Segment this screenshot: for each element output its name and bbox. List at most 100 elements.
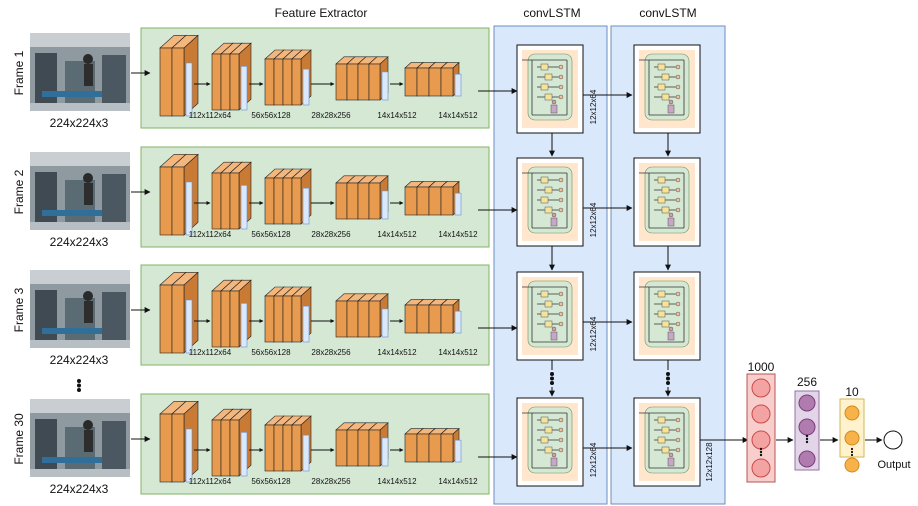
frame-label: Frame 2 [12, 169, 26, 214]
dense-units-label: 10 [845, 385, 859, 399]
conv-layer [171, 284, 185, 354]
conv-layer [229, 53, 240, 111]
cell-op [558, 417, 564, 423]
conv-layer [273, 58, 284, 106]
cell-op [558, 301, 564, 307]
conv-layer [220, 172, 231, 230]
conv-block-2 [211, 408, 252, 477]
ellipsis-dot [550, 372, 554, 376]
conv-layer [368, 182, 381, 220]
layer-size-label: 112x112x64 [189, 111, 232, 120]
conv-block-5 [404, 180, 462, 216]
conv-layer [273, 424, 284, 472]
cell-gate [540, 196, 549, 204]
thumbnail-floor [30, 103, 130, 111]
ellipsis-dot [759, 453, 763, 457]
pooling-layer [185, 428, 193, 483]
thumbnail-rack [102, 174, 126, 224]
cell-op [551, 326, 557, 332]
conv-layer [229, 172, 240, 230]
conv-layer [282, 177, 293, 225]
pooling-layer [240, 185, 248, 230]
convlstm-cell [633, 271, 701, 361]
conv-block-4 [335, 56, 389, 101]
cell-op [558, 427, 564, 433]
layer-size-label: 14x14x512 [438, 348, 478, 357]
thumbnail-ceiling [30, 399, 130, 413]
cell-op [558, 74, 564, 80]
convlstm-2-title: convLSTM [639, 6, 696, 20]
neuron [751, 378, 771, 398]
thumbnail-person-body [84, 301, 93, 323]
ellipsis-dot [850, 450, 854, 454]
thumbnail-ceiling [30, 270, 130, 284]
cell-op [675, 301, 681, 307]
cell-op [558, 447, 564, 453]
dense-layer-1000: 1000 [746, 360, 776, 483]
pooling-layer [302, 68, 310, 106]
cell-gate [661, 206, 670, 214]
thumbnail-shelf [35, 419, 57, 471]
pooling-layer [240, 432, 248, 477]
pooling-layer [185, 181, 193, 236]
convlstm-cell [633, 44, 701, 134]
cell-gate [544, 73, 553, 81]
conv-layer [440, 433, 454, 463]
convlstm-cell [633, 157, 701, 247]
conv-layer [335, 63, 348, 101]
cell-op [668, 99, 674, 105]
ellipsis-dot [77, 379, 81, 383]
conv-layer [282, 295, 293, 343]
conv-layer [416, 67, 430, 97]
pooling-layer [185, 62, 193, 117]
thumbnail-shelf [35, 290, 57, 342]
neuron [798, 394, 816, 412]
cell-gate [540, 310, 549, 318]
thumbnail-person-head [83, 291, 93, 301]
cell-gate [657, 176, 666, 184]
conv-layer [416, 304, 430, 334]
cell-op [675, 447, 681, 453]
thumbnail-rack [102, 55, 126, 105]
layer-size-label: 112x112x64 [189, 348, 232, 357]
conv-block-1 [159, 400, 199, 483]
pooling-layer [240, 303, 248, 348]
conv-layer [159, 166, 173, 236]
pooling-layer [454, 73, 462, 97]
conv-layer [440, 186, 454, 216]
cell-op [675, 437, 681, 443]
cell-op [675, 311, 681, 317]
conv-layer [335, 429, 348, 467]
conv-layer [273, 295, 284, 343]
thumbnail-rack [102, 421, 126, 471]
dense-units-label: 1000 [748, 360, 775, 374]
conv-block-2 [211, 161, 252, 230]
pooling-layer [240, 66, 248, 111]
conv-layer [220, 290, 231, 348]
pooling-layer [302, 305, 310, 343]
cell-op [558, 64, 564, 70]
convlstm-cell [516, 157, 584, 247]
pooling-layer [185, 299, 193, 354]
layer-size-label: 56x56x128 [251, 111, 291, 120]
cell-activation [667, 217, 675, 227]
cell-op [558, 207, 564, 213]
conv-block-5 [404, 61, 462, 97]
cell-op [558, 437, 564, 443]
pooling-layer [302, 187, 310, 225]
conv-layer [291, 295, 302, 343]
conv-layer [335, 300, 348, 338]
convlstm-cell [516, 397, 584, 487]
conv-layer [346, 300, 359, 338]
pooling-layer [454, 439, 462, 463]
conv-layer [211, 419, 222, 477]
cell-activation [550, 217, 558, 227]
convlstm-cell [516, 271, 584, 361]
conv-layer [357, 182, 370, 220]
cell-op [675, 321, 681, 327]
layer-size-label: 28x28x256 [311, 230, 351, 239]
cell-activation [550, 331, 558, 341]
